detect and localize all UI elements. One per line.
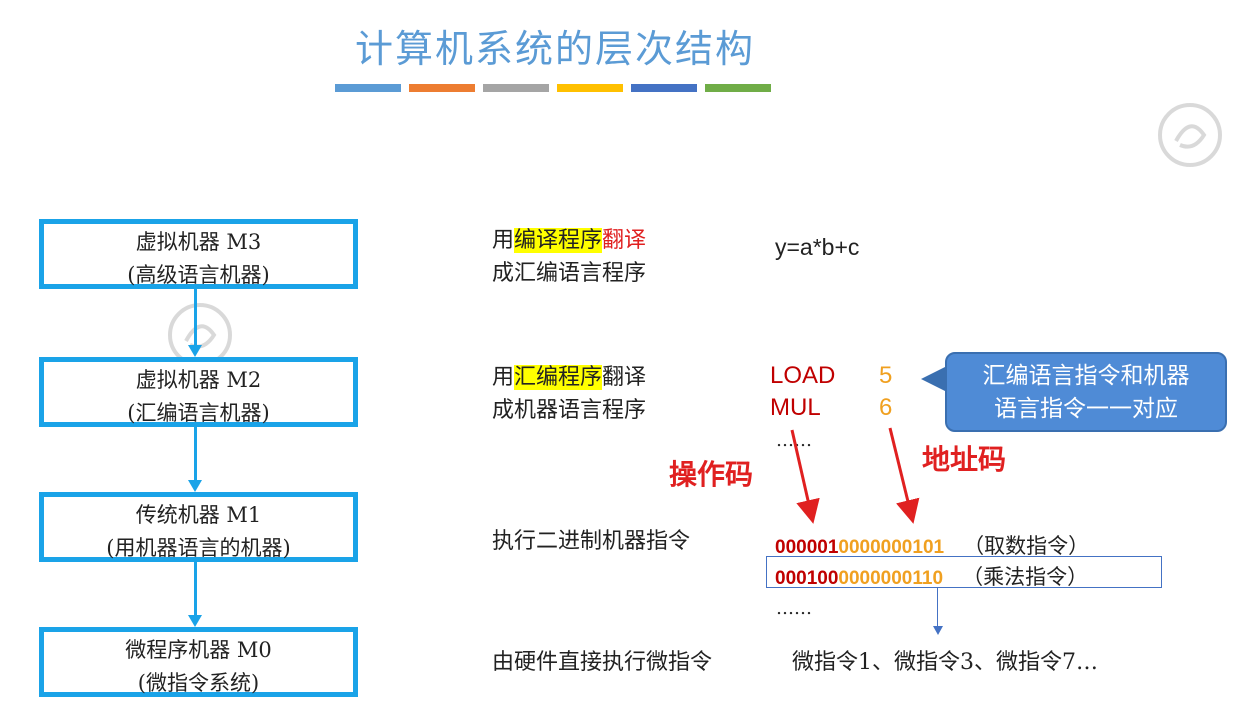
binary-opcode: 000001 [775,537,839,558]
binary-ellipsis: …… [776,598,812,619]
connector-line [194,562,197,615]
asm-mul-op: MUL [770,394,821,421]
pointer-arrows [790,427,920,524]
opcode-arrow-icon [790,429,820,524]
address-arrow-icon [888,427,920,524]
micro-instructions: 微指令1、微指令3、微指令7… [792,650,1098,675]
micro-connector-line [937,588,938,626]
color-bar [483,84,549,92]
binary-opcode: 000100 [775,568,839,589]
level-box-m1: 传统机器 M1 (用机器语言的机器) [39,492,358,562]
level-name: 微程序机器 M0 [125,638,272,662]
level-desc: (高级语言机器) [127,263,270,287]
arrow-down-icon [188,345,202,357]
desc-text: 用 [492,365,515,390]
callout-text: 汇编语言指令和机器 [982,363,1190,389]
level-box-m2: 虚拟机器 M2 (汇编语言机器) [39,357,358,427]
desc-m1: 执行二进制机器指令 [492,529,691,554]
color-bar [409,84,475,92]
expression: y=a*b+c [775,234,860,260]
address-label: 地址码 [922,443,1007,476]
color-bar [705,84,771,92]
color-bar [335,84,401,92]
arrow-down-icon [188,615,202,627]
callout-pointer [921,366,947,392]
binary-row-mul-box [766,556,1162,588]
binary-address: 0000000101 [838,537,945,558]
desc-m3: 用编译程序翻译 成汇编语言程序 [492,224,646,290]
connector-line [194,289,197,345]
asm-load-op: LOAD [770,362,836,389]
asm-mul-addr: 6 [879,394,893,421]
desc-text: 成汇编语言程序 [492,261,647,286]
asm-load-addr: 5 [879,362,893,389]
binary-address: 0000000110 [838,568,944,589]
highlight-compiler: 编译程序 [514,228,603,253]
desc-text: 翻译 [602,365,647,390]
level-name: 虚拟机器 M2 [135,368,262,392]
callout-bubble: 汇编语言指令和机器 语言指令一一对应 [945,352,1227,432]
desc-text: 用 [492,228,515,253]
binary-row-load: 0000010000000101 （取数指令） [775,530,1089,560]
micro-arrow-icon [933,626,943,635]
level-name: 虚拟机器 M3 [135,230,262,254]
connector-line [194,427,197,480]
level-box-m0: 微程序机器 M0 (微指令系统) [39,627,358,697]
color-bar [557,84,623,92]
binary-row-mul: 0001000000000110 （乘法指令） [775,561,1088,591]
color-bar [631,84,697,92]
opcode-label: 操作码 [669,458,754,491]
page-title: 计算机系统的层次结构 [354,27,755,71]
watermark-logo-icon [1158,103,1222,167]
level-desc: (用机器语言的机器) [106,536,291,560]
highlight-assembler: 汇编程序 [514,365,603,390]
binary-note: （取数指令） [963,534,1090,558]
level-desc: (微指令系统) [137,671,260,695]
desc-text: 成机器语言程序 [492,398,647,423]
level-desc: (汇编语言机器) [127,401,270,425]
callout-text: 语言指令一一对应 [994,396,1178,422]
arrow-down-icon [188,480,202,492]
desc-m2: 用汇编程序翻译 成机器语言程序 [492,361,646,427]
desc-red-text: 翻译 [602,228,647,253]
level-name: 传统机器 M1 [135,503,262,527]
binary-note: （乘法指令） [962,565,1089,589]
level-box-m3: 虚拟机器 M3 (高级语言机器) [39,219,358,289]
desc-m0: 由硬件直接执行微指令 [492,650,713,675]
